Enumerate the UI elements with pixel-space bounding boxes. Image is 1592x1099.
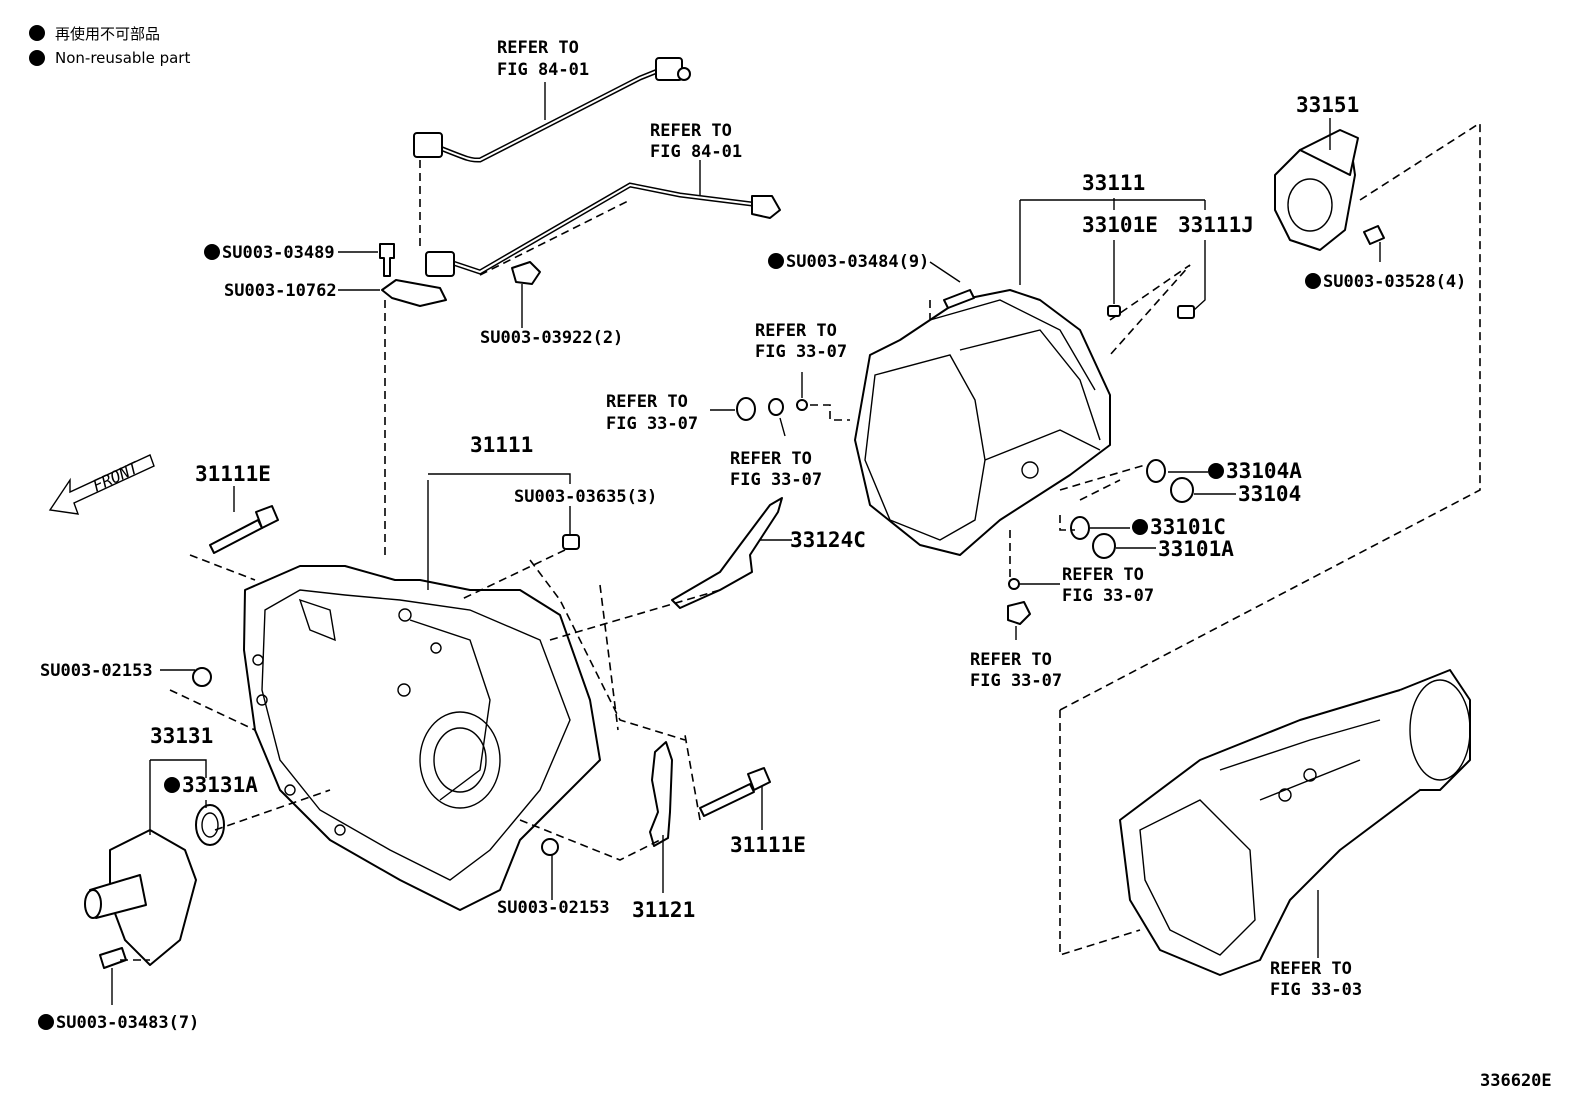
bolt-icon	[379, 243, 395, 277]
dowel-pin-icon	[562, 534, 580, 550]
non-reusable-marker-icon	[38, 1014, 54, 1030]
bolt-31111E-lower	[699, 783, 755, 817]
front-bearing-retainer-33131	[84, 829, 197, 966]
refer-to-label: REFER TO	[730, 449, 812, 469]
refer-fig-label: FIG 84-01	[497, 60, 589, 80]
wire-harness-lower	[425, 182, 781, 285]
gasket-33101C	[1070, 516, 1090, 540]
front-direction-arrow: FRONT	[48, 454, 155, 515]
part-label-33104: 33104	[1238, 482, 1301, 506]
part-label-33131A: 33131A	[182, 773, 258, 797]
refer-fig-label: FIG 33-07	[730, 470, 822, 490]
clutch-pivot-31121	[649, 741, 673, 847]
part-label-su003-03635: SU003-03635(3)	[514, 487, 657, 507]
part-label-su003-10762: SU003-10762	[224, 281, 337, 301]
bolt-head-icon	[255, 505, 279, 529]
bolt-icon	[1363, 225, 1385, 245]
non-reusable-marker-icon	[204, 244, 220, 260]
gasket-33104A	[1146, 459, 1166, 483]
extension-housing-assembly	[1119, 669, 1471, 976]
bolt-head-icon	[747, 767, 771, 791]
connection-lines	[120, 122, 1481, 961]
refer-to-label: REFER TO	[606, 392, 688, 412]
plug-icon	[768, 398, 784, 416]
refer-to-label: REFER TO	[650, 121, 732, 141]
rear-cover-33151	[1274, 129, 1359, 251]
part-label-33104A: 33104A	[1226, 459, 1302, 483]
leader-lines	[111, 82, 1381, 1005]
part-label-33101C: 33101C	[1150, 515, 1226, 539]
part-number-labels: SU003-03489 SU003-10762 SU003-03922(2) S…	[38, 93, 1466, 1033]
bolt-icon	[943, 289, 975, 309]
refer-fig-label: FIG 33-07	[1062, 586, 1154, 606]
plug-33104	[1170, 477, 1194, 503]
part-label-su003-03483: SU003-03483(7)	[56, 1013, 199, 1033]
transmission-case-33111	[854, 289, 1111, 556]
part-label-31111: 31111	[470, 433, 533, 457]
nut-icon	[192, 667, 212, 687]
part-label-33111J: 33111J	[1178, 213, 1254, 237]
part-label-su003-02153: SU003-02153	[40, 661, 153, 681]
non-reusable-marker-icon	[29, 50, 45, 66]
part-label-33151: 33151	[1296, 93, 1359, 117]
non-reusable-marker-icon	[1132, 519, 1148, 535]
non-reusable-marker-icon	[164, 777, 180, 793]
part-label-33101A: 33101A	[1158, 537, 1234, 561]
plug-refer-icon	[1007, 601, 1031, 625]
part-label-33101E: 33101E	[1082, 213, 1158, 237]
plug-33111J	[1177, 305, 1195, 319]
part-label-31121: 31121	[632, 898, 695, 922]
legend-en-text: Non-reusable part	[55, 49, 190, 67]
refer-fig-label: FIG 33-03	[1270, 980, 1362, 1000]
non-reusable-marker-icon	[29, 25, 45, 41]
clutch-housing-31111	[243, 565, 601, 911]
nut-icon	[541, 838, 559, 856]
front-label: FRONT	[90, 457, 143, 495]
bolt-icon	[99, 947, 127, 969]
o-ring-icon	[796, 399, 808, 411]
oil-seal-33131A	[195, 804, 225, 846]
bushing-icon	[736, 397, 756, 421]
part-label-31111E: 31111E	[730, 833, 806, 857]
figure-id: 336620E	[1480, 1071, 1552, 1091]
part-label-su003-03484: SU003-03484(9)	[786, 252, 929, 272]
part-label-33131: 33131	[150, 724, 213, 748]
part-label-33111: 33111	[1082, 171, 1145, 195]
refer-fig-label: FIG 33-07	[606, 414, 698, 434]
non-reusable-marker-icon	[1305, 273, 1321, 289]
refer-fig-label: FIG 33-07	[755, 342, 847, 362]
harness-bracket	[381, 279, 447, 307]
refer-labels: REFER TO FIG 84-01 REFER TO FIG 84-01 RE…	[497, 38, 1362, 1000]
legend-jp-text: 再使用不可部品	[55, 25, 160, 43]
non-reusable-marker-icon	[1208, 463, 1224, 479]
release-fork-33124C	[671, 497, 783, 609]
part-label-su003-03528: SU003-03528(4)	[1323, 272, 1466, 292]
refer-fig-label: FIG 33-07	[970, 671, 1062, 691]
wire-harness-upper	[413, 57, 691, 163]
part-label-su003-03922: SU003-03922(2)	[480, 328, 623, 348]
refer-to-label: REFER TO	[970, 650, 1052, 670]
refer-to-label: REFER TO	[1062, 565, 1144, 585]
refer-fig-label: FIG 84-01	[650, 142, 742, 162]
o-ring-icon	[1008, 578, 1020, 590]
part-label-31111E: 31111E	[195, 462, 271, 486]
plug-33101E	[1107, 305, 1121, 317]
non-reusable-marker-icon	[768, 253, 784, 269]
part-label-su003-03489: SU003-03489	[222, 243, 335, 263]
part-label-su003-02153: SU003-02153	[497, 898, 610, 918]
plug-33101A	[1092, 533, 1116, 559]
refer-to-label: REFER TO	[497, 38, 579, 58]
part-label-33124C: 33124C	[790, 528, 866, 552]
legend: 再使用不可部品 Non-reusable part	[29, 25, 190, 67]
refer-to-label: REFER TO	[1270, 959, 1352, 979]
refer-to-label: REFER TO	[755, 321, 837, 341]
bolt-31111E-upper	[209, 519, 263, 554]
